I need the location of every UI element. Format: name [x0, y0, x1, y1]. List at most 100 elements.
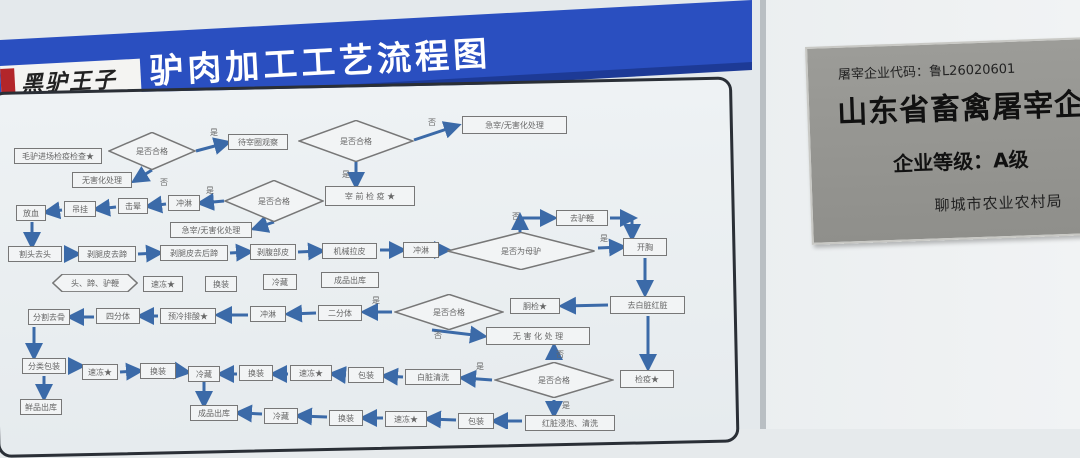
node-label: 放血	[23, 208, 39, 218]
branch-label: 是	[600, 234, 608, 243]
flow-arrow	[294, 407, 328, 426]
flow-arrow	[196, 192, 225, 211]
node-label: 换装	[213, 279, 229, 289]
branch-label: 是	[342, 170, 350, 179]
node-label: 冷藏	[273, 411, 289, 421]
process-node: 胴检★	[510, 298, 560, 314]
node-label: 待宰圈观察	[238, 137, 278, 147]
node-label: 剥腹部皮	[257, 247, 289, 257]
process-node: 四分体	[96, 308, 140, 324]
plaque-name: 山东省畜禽屠宰企业	[836, 86, 1080, 131]
node-label: 开胸	[637, 242, 653, 252]
process-node: 机械拉皮	[322, 243, 377, 259]
node-label: 冷藏	[272, 277, 288, 287]
node-label: 是否合格	[538, 375, 570, 385]
process-node: 二分体	[318, 305, 362, 321]
node-label: 预冷排酸★	[168, 311, 208, 321]
process-node: 包装	[458, 413, 494, 429]
diamond-shape	[224, 180, 324, 222]
process-node: 分类包装	[22, 358, 66, 374]
process-node: 换装	[239, 365, 273, 381]
process-node: 冷藏	[188, 366, 220, 382]
node-label: 速冻★	[151, 279, 175, 289]
flow-arrow	[380, 367, 404, 386]
node-label: 冷藏	[196, 369, 212, 379]
plaque-grade: 企业等级：A级	[892, 147, 1029, 176]
branch-label: 否	[512, 212, 520, 221]
node-label: 剥腿皮去蹄	[87, 249, 127, 259]
node-label: 速冻★	[299, 368, 323, 378]
node-label: 胴检★	[523, 301, 547, 311]
hexagon-shape	[52, 274, 138, 292]
node-label: 是否合格	[340, 136, 372, 146]
flow-arrow	[250, 215, 275, 233]
node-label: 是否合格	[258, 196, 290, 206]
node-label: 去白脏红脏	[627, 300, 668, 310]
decision-node: 是否合格	[224, 180, 324, 222]
diamond-shape	[298, 120, 414, 162]
flow-arrow	[458, 369, 493, 388]
branch-label: 是	[210, 128, 218, 137]
flow-arrow	[328, 366, 347, 384]
process-node: 剥腿皮去蹄	[78, 246, 136, 262]
flow-arrow	[144, 195, 167, 214]
node-label: 成品出库	[334, 275, 366, 285]
process-node: 鲜品出库	[20, 399, 62, 415]
process-node: 冲淋	[403, 242, 439, 258]
process-node: 待宰圈观察	[228, 134, 288, 150]
flow-arrow	[42, 201, 63, 220]
node-label: 去驴鞭	[570, 213, 594, 223]
node-label: 是否为母驴	[501, 246, 541, 256]
node-label: 是否合格	[136, 146, 168, 156]
node-label: 急宰/无害化处理	[181, 225, 241, 235]
node-label: 冲淋	[413, 245, 429, 255]
process-node: 击晕	[118, 198, 148, 214]
node-label: 二分体	[328, 308, 352, 318]
process-node: 白脏清洗	[405, 369, 461, 385]
node-label: 剥腿皮去后蹄	[170, 248, 218, 258]
node-label: 冲淋	[260, 309, 276, 319]
node-label: 鲜品出库	[25, 402, 57, 412]
flow-arrows	[23, 121, 657, 429]
flow-arrow	[137, 244, 164, 263]
process-node: 换装	[329, 410, 363, 426]
decision-node: 是否合格	[108, 132, 196, 170]
branch-label: 是	[206, 186, 214, 195]
process-node: 吊挂	[64, 201, 96, 217]
process-node: 冲淋	[250, 306, 286, 322]
node-label: 四分体	[106, 311, 130, 321]
node-label: 包装	[468, 416, 484, 426]
process-node: 去白脏红脏	[610, 296, 685, 314]
node-label: 急宰/无害化处理	[485, 120, 544, 130]
process-node: 去驴鞭	[556, 210, 608, 226]
process-node: 无 害 化 处 理	[486, 327, 590, 345]
flow-arrow	[423, 410, 457, 429]
flow-arrow	[413, 121, 462, 142]
plaque-issuer: 聊城市农业农村局	[934, 192, 1063, 215]
node-label: 头、蹄、驴鞭	[71, 278, 119, 288]
plaque-code: 屠宰企业代码：鲁L26020601	[837, 61, 1016, 83]
branch-label: 否	[428, 118, 436, 127]
node-label: 宰 前 检 疫 ★	[344, 191, 396, 201]
process-node: 速冻★	[290, 365, 332, 381]
process-node: 速冻★	[143, 276, 183, 292]
process-poster: 黑驴王子 驴肉加工工艺流程图 毛驴进场检疫检查★是否合格待宰圈观察是否合格急宰/…	[0, 0, 766, 458]
node-label: 无害化处理	[82, 175, 122, 185]
decision-node: 是否为母驴	[446, 232, 596, 270]
process-node: 头、蹄、驴鞭	[52, 274, 138, 292]
node-label: 割头去头	[19, 249, 51, 259]
flowchart: 毛驴进场检疫检查★是否合格待宰圈观察是否合格急宰/无害化处理无害化处理宰 前 检…	[8, 116, 685, 431]
process-node: 冷藏	[263, 274, 297, 290]
branch-label: 是	[476, 362, 484, 371]
process-node: 换装	[140, 363, 176, 379]
flow-arrow	[229, 243, 254, 262]
node-label: 冲淋	[176, 198, 192, 208]
process-node: 急宰/无害化处理	[170, 222, 252, 238]
node-label: 换装	[248, 368, 264, 378]
flow-arrow	[172, 361, 192, 380]
process-node: 毛驴进场检疫检查★	[14, 148, 102, 164]
diamond-shape	[108, 132, 196, 170]
branch-label: 是	[562, 401, 570, 410]
flow-arrow	[284, 304, 317, 323]
diamond-shape	[394, 294, 504, 330]
